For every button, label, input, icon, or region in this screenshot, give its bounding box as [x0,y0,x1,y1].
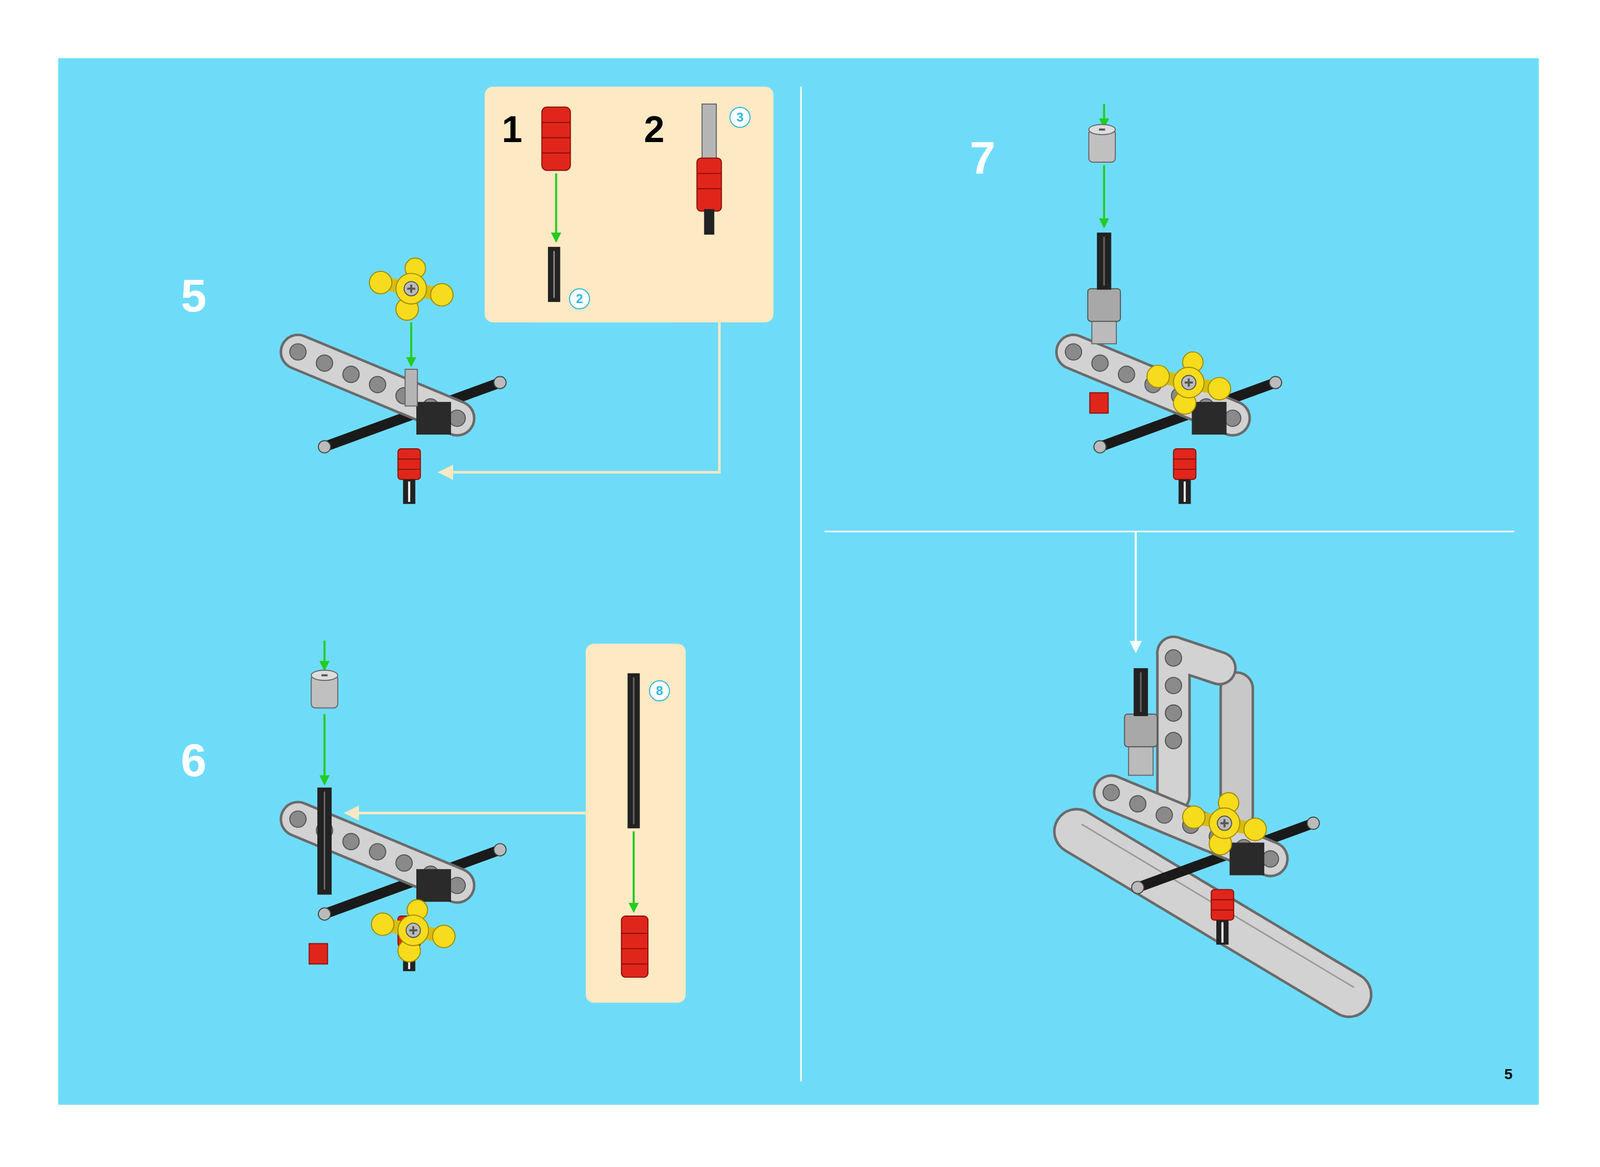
callout-number: 8 [655,684,663,698]
drawing-part [1182,792,1267,855]
parts-callout-panel [585,643,686,1003]
drawing-part [405,369,418,407]
drawing-part [1165,677,1182,694]
drawing-part [1128,744,1154,776]
drawing-part [308,943,328,965]
divider [800,86,802,1082]
step-6-model [290,641,586,972]
callout-number: 2 [575,292,583,306]
step-7-model [1065,104,1282,505]
sub-step-number: 1 [502,111,523,148]
quantity-circle: 2 [568,288,590,310]
parts-callout: 1 2 2 3 [484,86,774,323]
drawing-part [621,948,648,950]
step-number: 6 [181,737,207,784]
drawing-part [1065,343,1282,504]
sub-step-arrow [1134,531,1137,652]
drawing-part [555,173,558,242]
drawing-part [1133,668,1148,717]
step-7-result-model [1076,650,1354,995]
drawing-part [541,137,570,139]
drawing-part [541,152,570,154]
drawing-part [621,916,648,978]
drawing-part [633,677,635,825]
drawing-part [410,322,413,366]
quantity-circle: 8 [648,680,670,702]
drawing-part [541,107,570,171]
step-6-subassembly [621,673,648,978]
drawing-part [290,343,507,504]
drawing-part [627,673,640,829]
divider [824,531,1515,533]
drawing-part [317,787,332,896]
drawing-part [1146,352,1231,415]
drawing-part [1103,165,1106,227]
drawing-part [1091,319,1117,345]
drawing-part [1065,343,1282,504]
drawing-part [541,122,570,124]
sub-step-number: 2 [644,111,665,148]
drawing-part [1103,104,1106,127]
drawing-part [346,812,586,815]
drawing-part [1087,288,1121,322]
drawing-part [311,670,338,709]
drawing-part [621,963,648,965]
drawing-part [1165,732,1182,749]
drawing-part [1088,124,1116,163]
step-number: 5 [181,272,207,319]
drawing-part [1103,784,1320,945]
drawing-part [1103,236,1105,286]
drawing-part [1096,232,1112,290]
drawing-part [1103,784,1320,945]
drawing-part [1165,705,1182,722]
step-5-model [290,258,720,505]
drawing-part [323,792,326,890]
drawing-part [1140,672,1142,713]
page-number: 5 [1504,1067,1513,1083]
drawing-part [547,246,560,303]
drawing-part [1165,650,1182,667]
drawing-part [323,641,326,670]
drawing-part [369,258,454,321]
quantity-circle: 3 [729,106,751,128]
drawing-part [632,831,635,912]
drawing-part [323,714,326,784]
drawing-part [696,158,722,212]
callout-number: 3 [736,111,744,124]
step-5-subassembly [541,104,722,303]
drawing-part [696,173,722,175]
drawing-part [1156,653,1192,796]
parts-callout-panel [484,86,774,323]
drawing-part [1158,653,1188,796]
drawing-part [553,251,555,298]
background-panel [58,58,1539,1106]
drawing-part [621,933,648,935]
drawing-part [1124,714,1158,747]
drawing-part [704,208,715,235]
drawing-part [441,322,720,473]
drawing-part [371,900,456,963]
drawing-part [696,188,722,190]
drawing-part [1090,392,1109,414]
step-number: 7 [970,134,996,182]
drawing-part [702,104,717,164]
